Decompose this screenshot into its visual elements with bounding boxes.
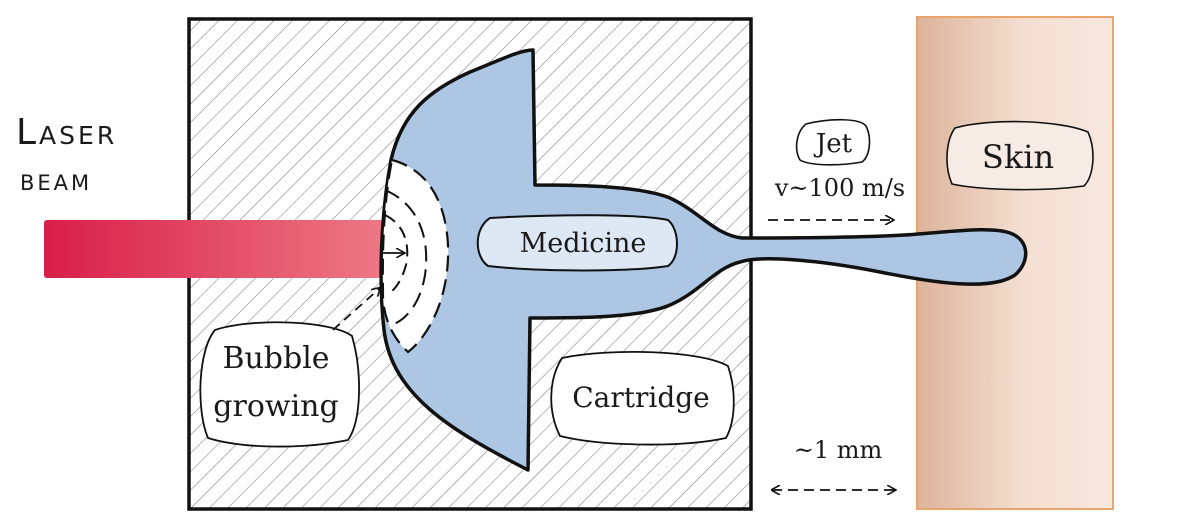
bubble-pointer-arrow xyxy=(332,288,380,331)
bubble-growing-label-box xyxy=(199,321,360,448)
skin-label-box xyxy=(946,120,1094,191)
gap-label: ~1 mm xyxy=(794,436,883,464)
bubble-growing-label-line1: Bubble xyxy=(222,341,329,376)
medicine-label-box xyxy=(476,214,678,272)
skin-label: Skin xyxy=(982,138,1054,176)
medicine-label: Medicine xyxy=(520,228,647,259)
laser-label-line1: Laser xyxy=(16,112,117,153)
cartridge-label: Cartridge xyxy=(572,381,710,414)
cartridge-label-box xyxy=(550,351,735,446)
laser-beam xyxy=(44,220,390,278)
bubble-front-2 xyxy=(384,214,409,295)
laser-label-line2: beam xyxy=(20,163,92,198)
jet-label-box xyxy=(795,118,871,166)
medicine-chamber xyxy=(379,48,1028,472)
bubble-front-1 xyxy=(384,189,428,326)
jet-label: Jet xyxy=(813,129,853,159)
vapor-bubble xyxy=(381,158,450,354)
bubble-growing-label-line2: growing xyxy=(213,389,338,424)
jet-velocity-label: v~100 m/s xyxy=(774,174,905,202)
